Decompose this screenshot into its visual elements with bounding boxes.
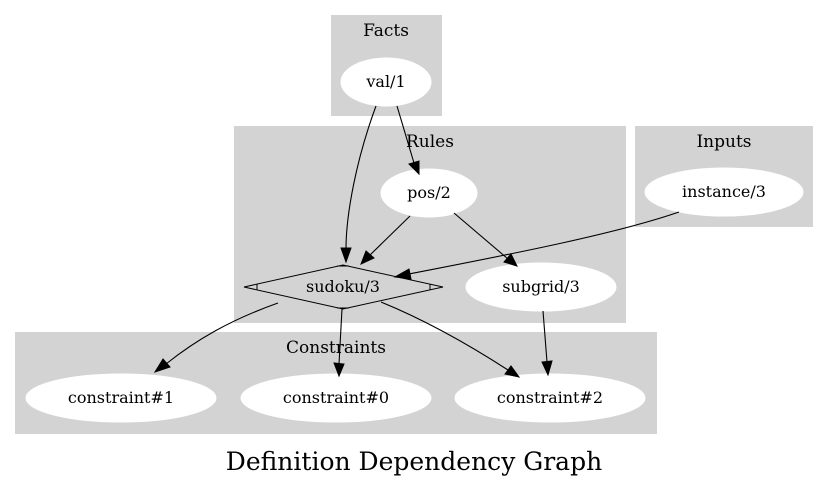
edge-sudoku-constraint1	[153, 302, 279, 373]
node-val: val/1	[340, 57, 432, 107]
node-pos: pos/2	[380, 168, 478, 218]
edge-pos-subgrid	[453, 212, 518, 267]
node-pos-label: pos/2	[407, 183, 451, 202]
node-instance-label: instance/3	[682, 182, 766, 201]
node-constraint1-label: constraint#1	[68, 388, 174, 407]
graph-title: Definition Dependency Graph	[226, 447, 602, 476]
edge-sudoku-constraint0	[333, 308, 345, 378]
node-constraint2-label: constraint#2	[497, 388, 603, 407]
node-constraint0-label: constraint#0	[283, 388, 389, 407]
edge-instance-sudoku	[393, 211, 680, 280]
node-subgrid: subgrid/3	[465, 262, 617, 312]
node-subgrid-label: subgrid/3	[502, 277, 580, 296]
cluster-rules-label: Rules	[406, 132, 454, 152]
node-constraint2: constraint#2	[454, 373, 646, 423]
edge-pos-sudoku	[360, 215, 411, 265]
cluster-facts-label: Facts	[363, 21, 409, 41]
cluster-inputs-label: Inputs	[696, 132, 751, 152]
node-constraint0: constraint#0	[240, 373, 432, 423]
node-instance: instance/3	[644, 167, 804, 217]
cluster-constraints-label: Constraints	[286, 338, 386, 358]
edge-val-sudoku	[340, 105, 377, 264]
node-sudoku: sudoku/3	[243, 264, 444, 310]
edge-val-pos	[396, 105, 420, 176]
node-sudoku-label: sudoku/3	[306, 277, 380, 296]
node-val-label: val/1	[365, 72, 405, 91]
edge-sudoku-constraint2	[380, 301, 521, 378]
edge-subgrid-constraint2	[541, 310, 553, 377]
node-constraint1: constraint#1	[25, 373, 217, 423]
